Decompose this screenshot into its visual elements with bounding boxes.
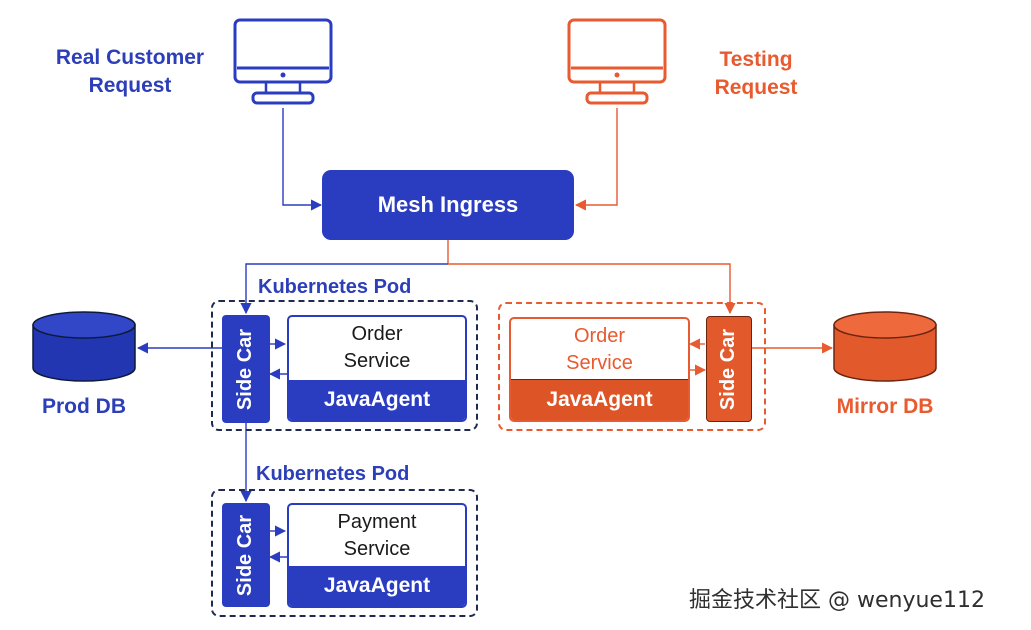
watermark: 掘金技术社区 @ wenyue112: [689, 588, 985, 613]
service-name: Order Service: [343, 323, 411, 372]
javaagent-payment: JavaAgent: [289, 566, 465, 606]
kubernetes-pod-title-order: Kubernetes Pod: [258, 276, 412, 298]
service-name: Payment Service: [337, 511, 417, 560]
payment-service: Payment Service JavaAgent: [287, 503, 467, 608]
javaagent-order-prod: JavaAgent: [289, 380, 465, 420]
real-customer-request-label: Real Customer Request: [55, 46, 205, 97]
ingress-to-mirror-sidecar-connector: [448, 263, 736, 315]
sidecar-order-mirror: Side Car: [706, 316, 752, 422]
monitor-power-dot: [614, 72, 620, 78]
sidecar-payment: Side Car: [222, 503, 270, 607]
service-name: Order Service: [566, 325, 633, 374]
kubernetes-pod-order-mirror: [498, 302, 766, 431]
real-request-connector: [282, 108, 323, 211]
javaagent-order-mirror: JavaAgent: [511, 379, 688, 420]
database-icon: [32, 311, 136, 382]
monitor-power-dot: [280, 72, 286, 78]
mesh-ingress-label: Mesh Ingress: [377, 192, 519, 217]
monitor-icon: [233, 18, 333, 105]
mirror-db-label: Mirror DB: [836, 395, 934, 418]
mesh-ingress-node: Mesh Ingress: [322, 170, 574, 240]
kubernetes-pod-payment: [211, 489, 478, 617]
kubernetes-pod-title-payment: Kubernetes Pod: [256, 463, 410, 485]
order-service-mirror: Order Service JavaAgent: [509, 317, 690, 422]
prod-db-label: Prod DB: [42, 395, 126, 418]
order-service-prod: Order Service JavaAgent: [287, 315, 467, 422]
kubernetes-pod-order-prod: [211, 300, 478, 431]
monitor-icon: [567, 18, 667, 105]
ingress-to-prod-sidecar-connector: [240, 263, 448, 315]
database-icon: [833, 311, 937, 382]
testing-request-label: Testing Request: [714, 48, 798, 99]
testing-request-connector: [574, 108, 618, 211]
sidecar-order-prod: Side Car: [222, 315, 270, 423]
